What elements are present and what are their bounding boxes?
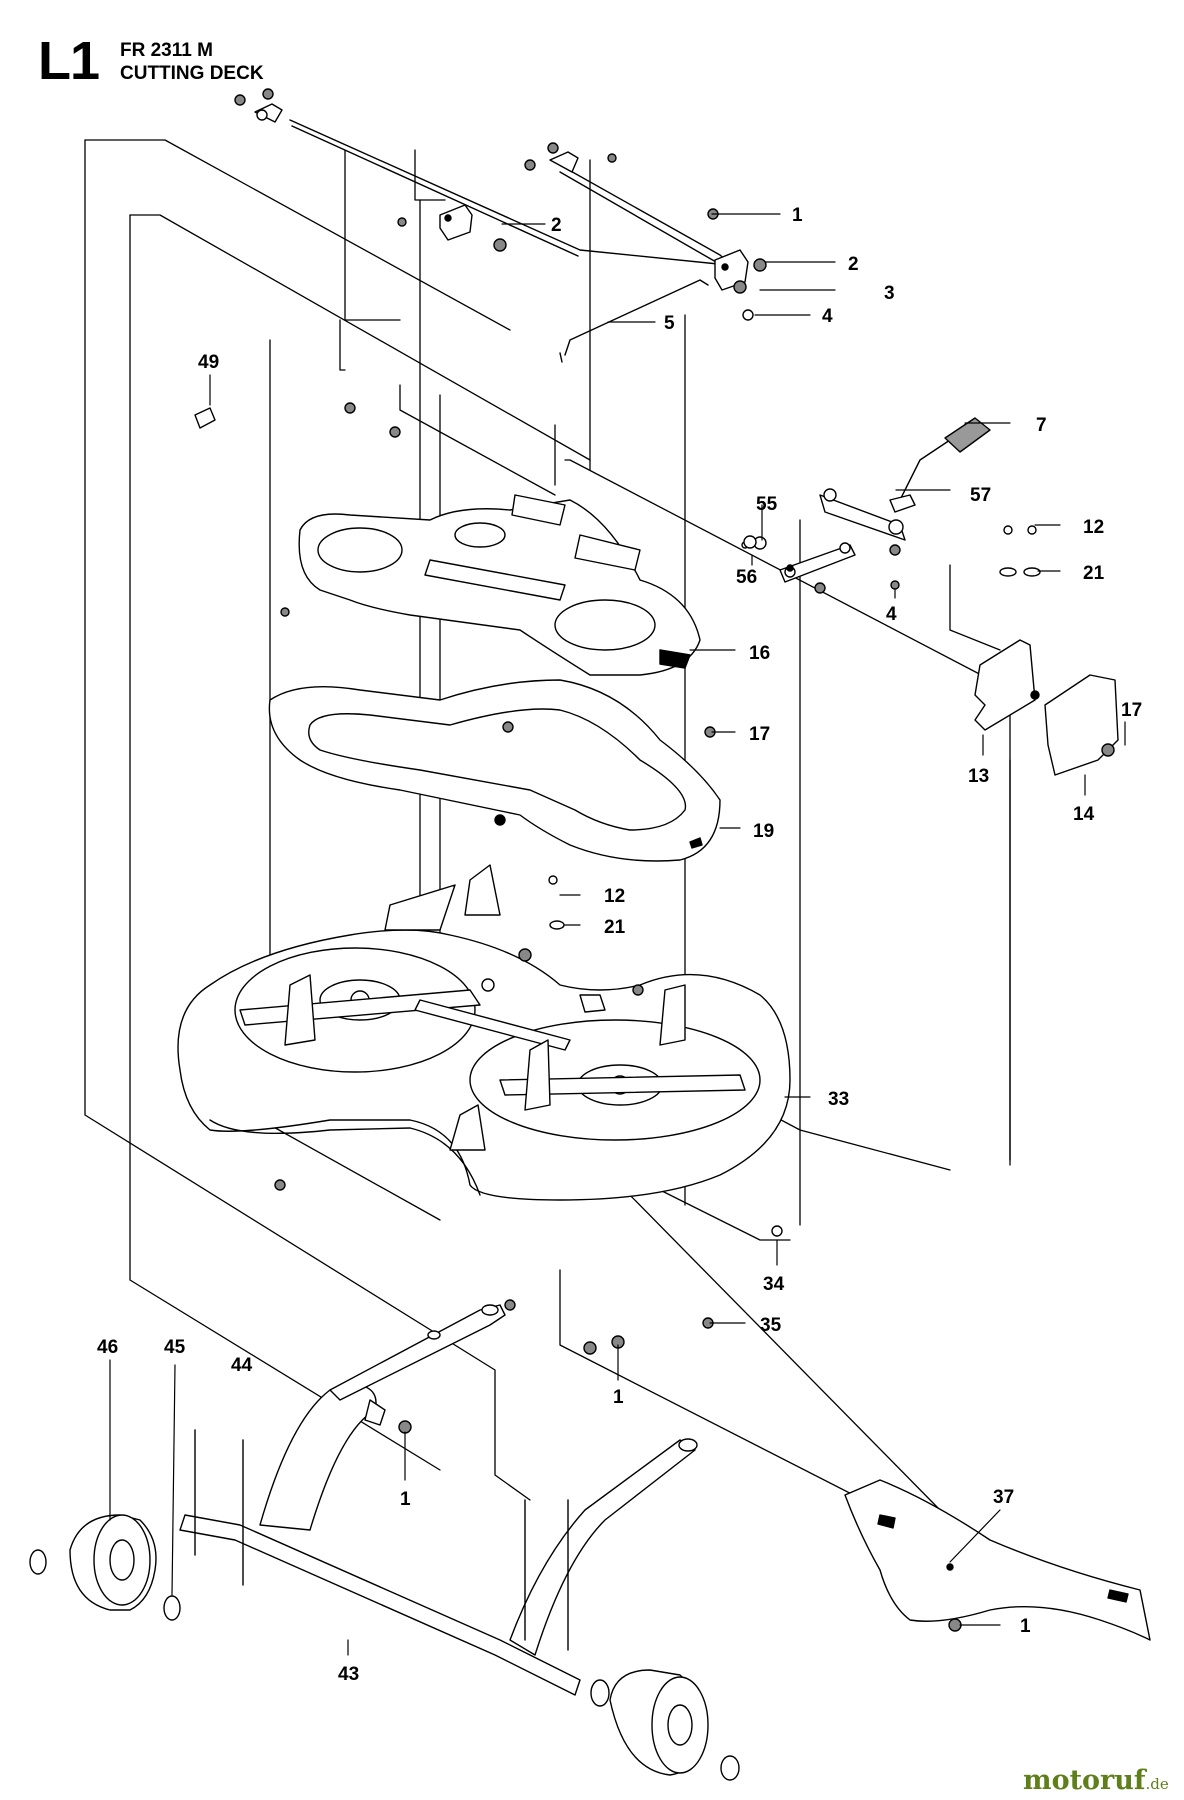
height-lever <box>741 417 991 594</box>
callout-55: 55 <box>756 494 778 515</box>
callout-13: 13 <box>968 766 989 787</box>
height-selector <box>974 525 1119 776</box>
callout-44: 44 <box>231 1355 253 1376</box>
callout-12: 12 <box>604 886 625 907</box>
callout-4: 4 <box>886 604 897 625</box>
assembly-guide-lines <box>84 139 1011 1586</box>
callout-21: 21 <box>1083 563 1105 584</box>
callout-1: 1 <box>613 1387 624 1408</box>
callout-37: 37 <box>993 1487 1014 1508</box>
callout-5: 5 <box>664 313 675 334</box>
front-axle <box>179 1304 698 1696</box>
callout-49: 49 <box>198 352 219 373</box>
brand-name: motoruf <box>1023 1765 1146 1796</box>
rear-lift-rod <box>524 142 767 321</box>
callout-12: 12 <box>1083 517 1104 538</box>
callout-57: 57 <box>970 485 991 506</box>
belt-cover-top <box>298 494 701 676</box>
model-number: FR 2311 M <box>120 40 213 61</box>
leader-lines <box>109 213 1126 1656</box>
callout-2: 2 <box>848 254 859 275</box>
hardware <box>194 402 962 1632</box>
callout-17: 17 <box>1121 700 1142 721</box>
callout-1: 1 <box>1020 1616 1031 1637</box>
callout-1: 1 <box>792 205 803 226</box>
callout-3: 3 <box>884 283 895 304</box>
callout-34: 34 <box>763 1274 785 1295</box>
cutting-deck <box>177 864 791 1201</box>
callout-2: 2 <box>551 215 562 236</box>
callout-labels: 1 2 2 3 5 4 49 7 55 57 12 21 56 4 16 17 … <box>97 205 1142 1685</box>
link-rod <box>559 279 709 363</box>
page-code: L1 <box>38 31 100 91</box>
brand-tld: .de <box>1145 1775 1169 1793</box>
callout-16: 16 <box>749 643 770 664</box>
callout-35: 35 <box>760 1315 782 1336</box>
callout-56: 56 <box>736 567 757 588</box>
callout-19: 19 <box>753 821 774 842</box>
watermark: motoruf.de <box>1023 1765 1169 1796</box>
callout-21: 21 <box>604 917 626 938</box>
front-lift-rod <box>234 88 729 266</box>
front-wheel-left <box>29 1514 181 1621</box>
callout-4: 4 <box>822 306 833 327</box>
deck-shield <box>268 679 721 862</box>
callout-1: 1 <box>400 1489 411 1510</box>
callout-33: 33 <box>828 1089 849 1110</box>
callout-43: 43 <box>338 1664 359 1685</box>
callout-14: 14 <box>1073 804 1095 825</box>
front-wheel-right <box>590 1669 740 1781</box>
discharge-deflector <box>844 1479 1151 1641</box>
diagram-title: CUTTING DECK <box>120 63 264 84</box>
callout-45: 45 <box>164 1337 186 1358</box>
callout-17: 17 <box>749 724 770 745</box>
callout-46: 46 <box>97 1337 118 1358</box>
callout-7: 7 <box>1036 415 1047 436</box>
